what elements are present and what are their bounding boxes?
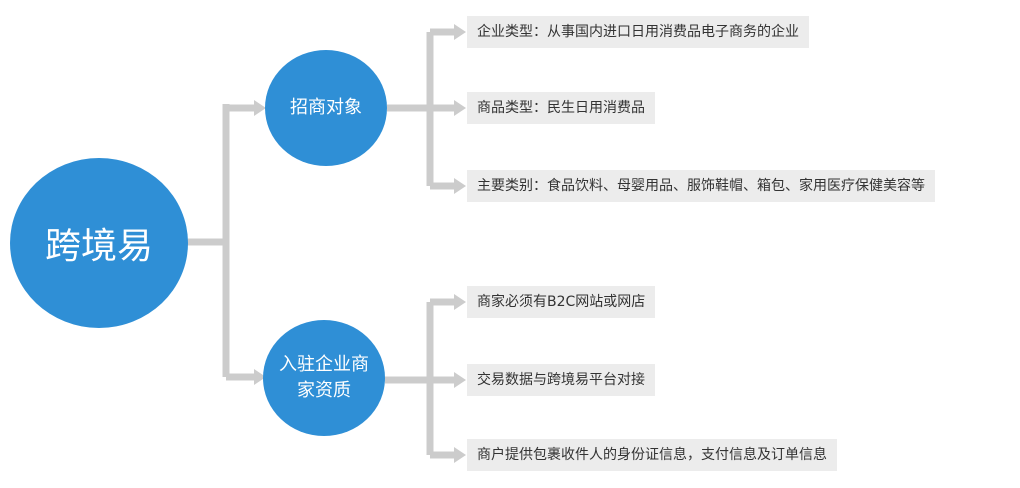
root-node-label: 跨境易 [44, 226, 153, 267]
leaf-data-integration: 交易数据与跨境易平台对接 [467, 364, 655, 396]
arrowhead-branch-1 [254, 100, 266, 116]
branch-node-merchant-qualification: 入驻企业商家资质 [263, 320, 385, 436]
root-node: 跨境易 [10, 158, 188, 328]
arrowhead-leaf-1-3 [454, 178, 466, 194]
arrowhead-leaf-2-1 [454, 294, 466, 310]
branch-node-label: 招商对象 [290, 97, 362, 118]
leaf-b2c-requirement: 商家必须有B2C网站或网店 [467, 286, 656, 318]
leaf-product-type: 商品类型：民生日用消费品 [467, 92, 655, 124]
arrowhead-leaf-1-2 [454, 100, 466, 116]
arrowhead-leaf-2-2 [454, 372, 466, 388]
branch-node-label: 入驻企业商家资质 [279, 354, 369, 401]
leaf-recipient-info: 商户提供包裹收件人的身份证信息，支付信息及订单信息 [467, 439, 837, 471]
arrowhead-leaf-2-3 [454, 447, 466, 463]
branch-node-recruitment-target: 招商对象 [265, 50, 387, 166]
leaf-main-categories: 主要类别：食品饮料、母婴用品、服饰鞋帽、箱包、家用医疗保健美容等 [467, 170, 935, 202]
leaf-enterprise-type: 企业类型：从事国内进口日用消费品电子商务的企业 [467, 16, 809, 48]
arrowhead-branch-2 [254, 369, 266, 385]
arrowhead-leaf-1-1 [454, 24, 466, 40]
